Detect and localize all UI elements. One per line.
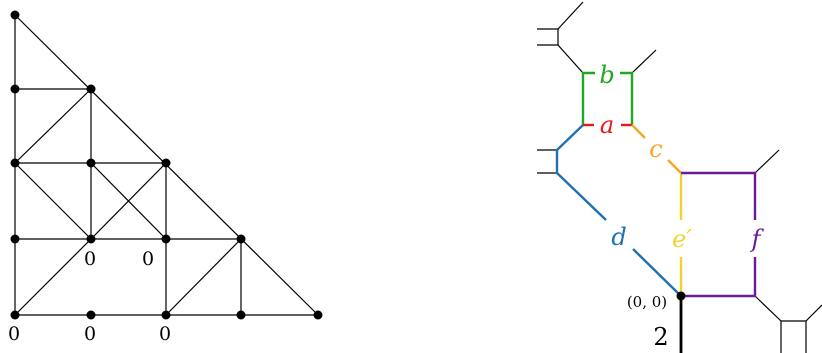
curve-leg bbox=[754, 295, 782, 322]
lattice-vertex bbox=[10, 158, 20, 168]
curve-leg bbox=[557, 44, 584, 74]
edge-label-b: b bbox=[599, 61, 614, 89]
lattice-vertex bbox=[161, 234, 171, 244]
lattice-vertex bbox=[86, 310, 96, 320]
triangulation-edge bbox=[165, 238, 242, 316]
edge-c bbox=[667, 159, 682, 174]
curve-leg bbox=[631, 49, 657, 74]
triangulation-edge bbox=[14, 88, 92, 164]
lattice-vertex bbox=[86, 84, 96, 94]
triangulation-diagram bbox=[14, 14, 319, 316]
origin-vertex bbox=[676, 291, 686, 301]
origin-label: (0, 0) bbox=[627, 293, 667, 311]
edge-f bbox=[681, 171, 757, 220]
lattice-vertex bbox=[10, 84, 20, 94]
tropical-curve bbox=[537, 1, 822, 353]
curve-leg bbox=[805, 304, 822, 322]
lattice-vertex bbox=[161, 310, 171, 320]
lattice-vertex bbox=[236, 234, 246, 244]
lattice-vertex bbox=[313, 310, 323, 320]
triangulation-vertices bbox=[10, 10, 323, 320]
edge-f bbox=[681, 257, 757, 298]
edge-label-d: d bbox=[611, 223, 626, 251]
lattice-vertex bbox=[10, 10, 20, 20]
triangulation-edge bbox=[14, 162, 92, 240]
edge-c bbox=[631, 124, 646, 139]
lattice-vertex bbox=[86, 158, 96, 168]
triangulation-edge bbox=[14, 238, 92, 316]
lattice-vertex bbox=[10, 234, 20, 244]
triangulation-edge bbox=[90, 162, 167, 240]
lattice-vertex bbox=[10, 310, 20, 320]
edge-label-e-prime: e′ bbox=[672, 225, 692, 253]
edge-d bbox=[555, 124, 607, 221]
edge-d bbox=[632, 248, 682, 297]
vertex-label: 0 bbox=[142, 248, 154, 270]
vertex-labels: 0 0 0 0 0 bbox=[8, 248, 171, 345]
curve-leg bbox=[754, 149, 780, 174]
edge-labels: b a c d e′ f bbox=[599, 61, 764, 253]
edge-b bbox=[581, 71, 595, 125]
lattice-vertex bbox=[236, 310, 246, 320]
edge-label-f: f bbox=[750, 225, 765, 253]
vertex-label: 0 bbox=[8, 323, 20, 345]
edge-label-c: c bbox=[649, 135, 662, 163]
edge-b bbox=[620, 71, 634, 125]
weight-label: 2 bbox=[653, 323, 668, 351]
vertex-label: 0 bbox=[84, 248, 96, 270]
lattice-vertex bbox=[86, 234, 96, 244]
edge-label-a: a bbox=[600, 111, 614, 139]
curve-leg bbox=[557, 1, 584, 30]
vertex-label: 0 bbox=[84, 323, 96, 345]
lattice-vertex bbox=[161, 158, 171, 168]
vertex-label: 0 bbox=[159, 323, 171, 345]
